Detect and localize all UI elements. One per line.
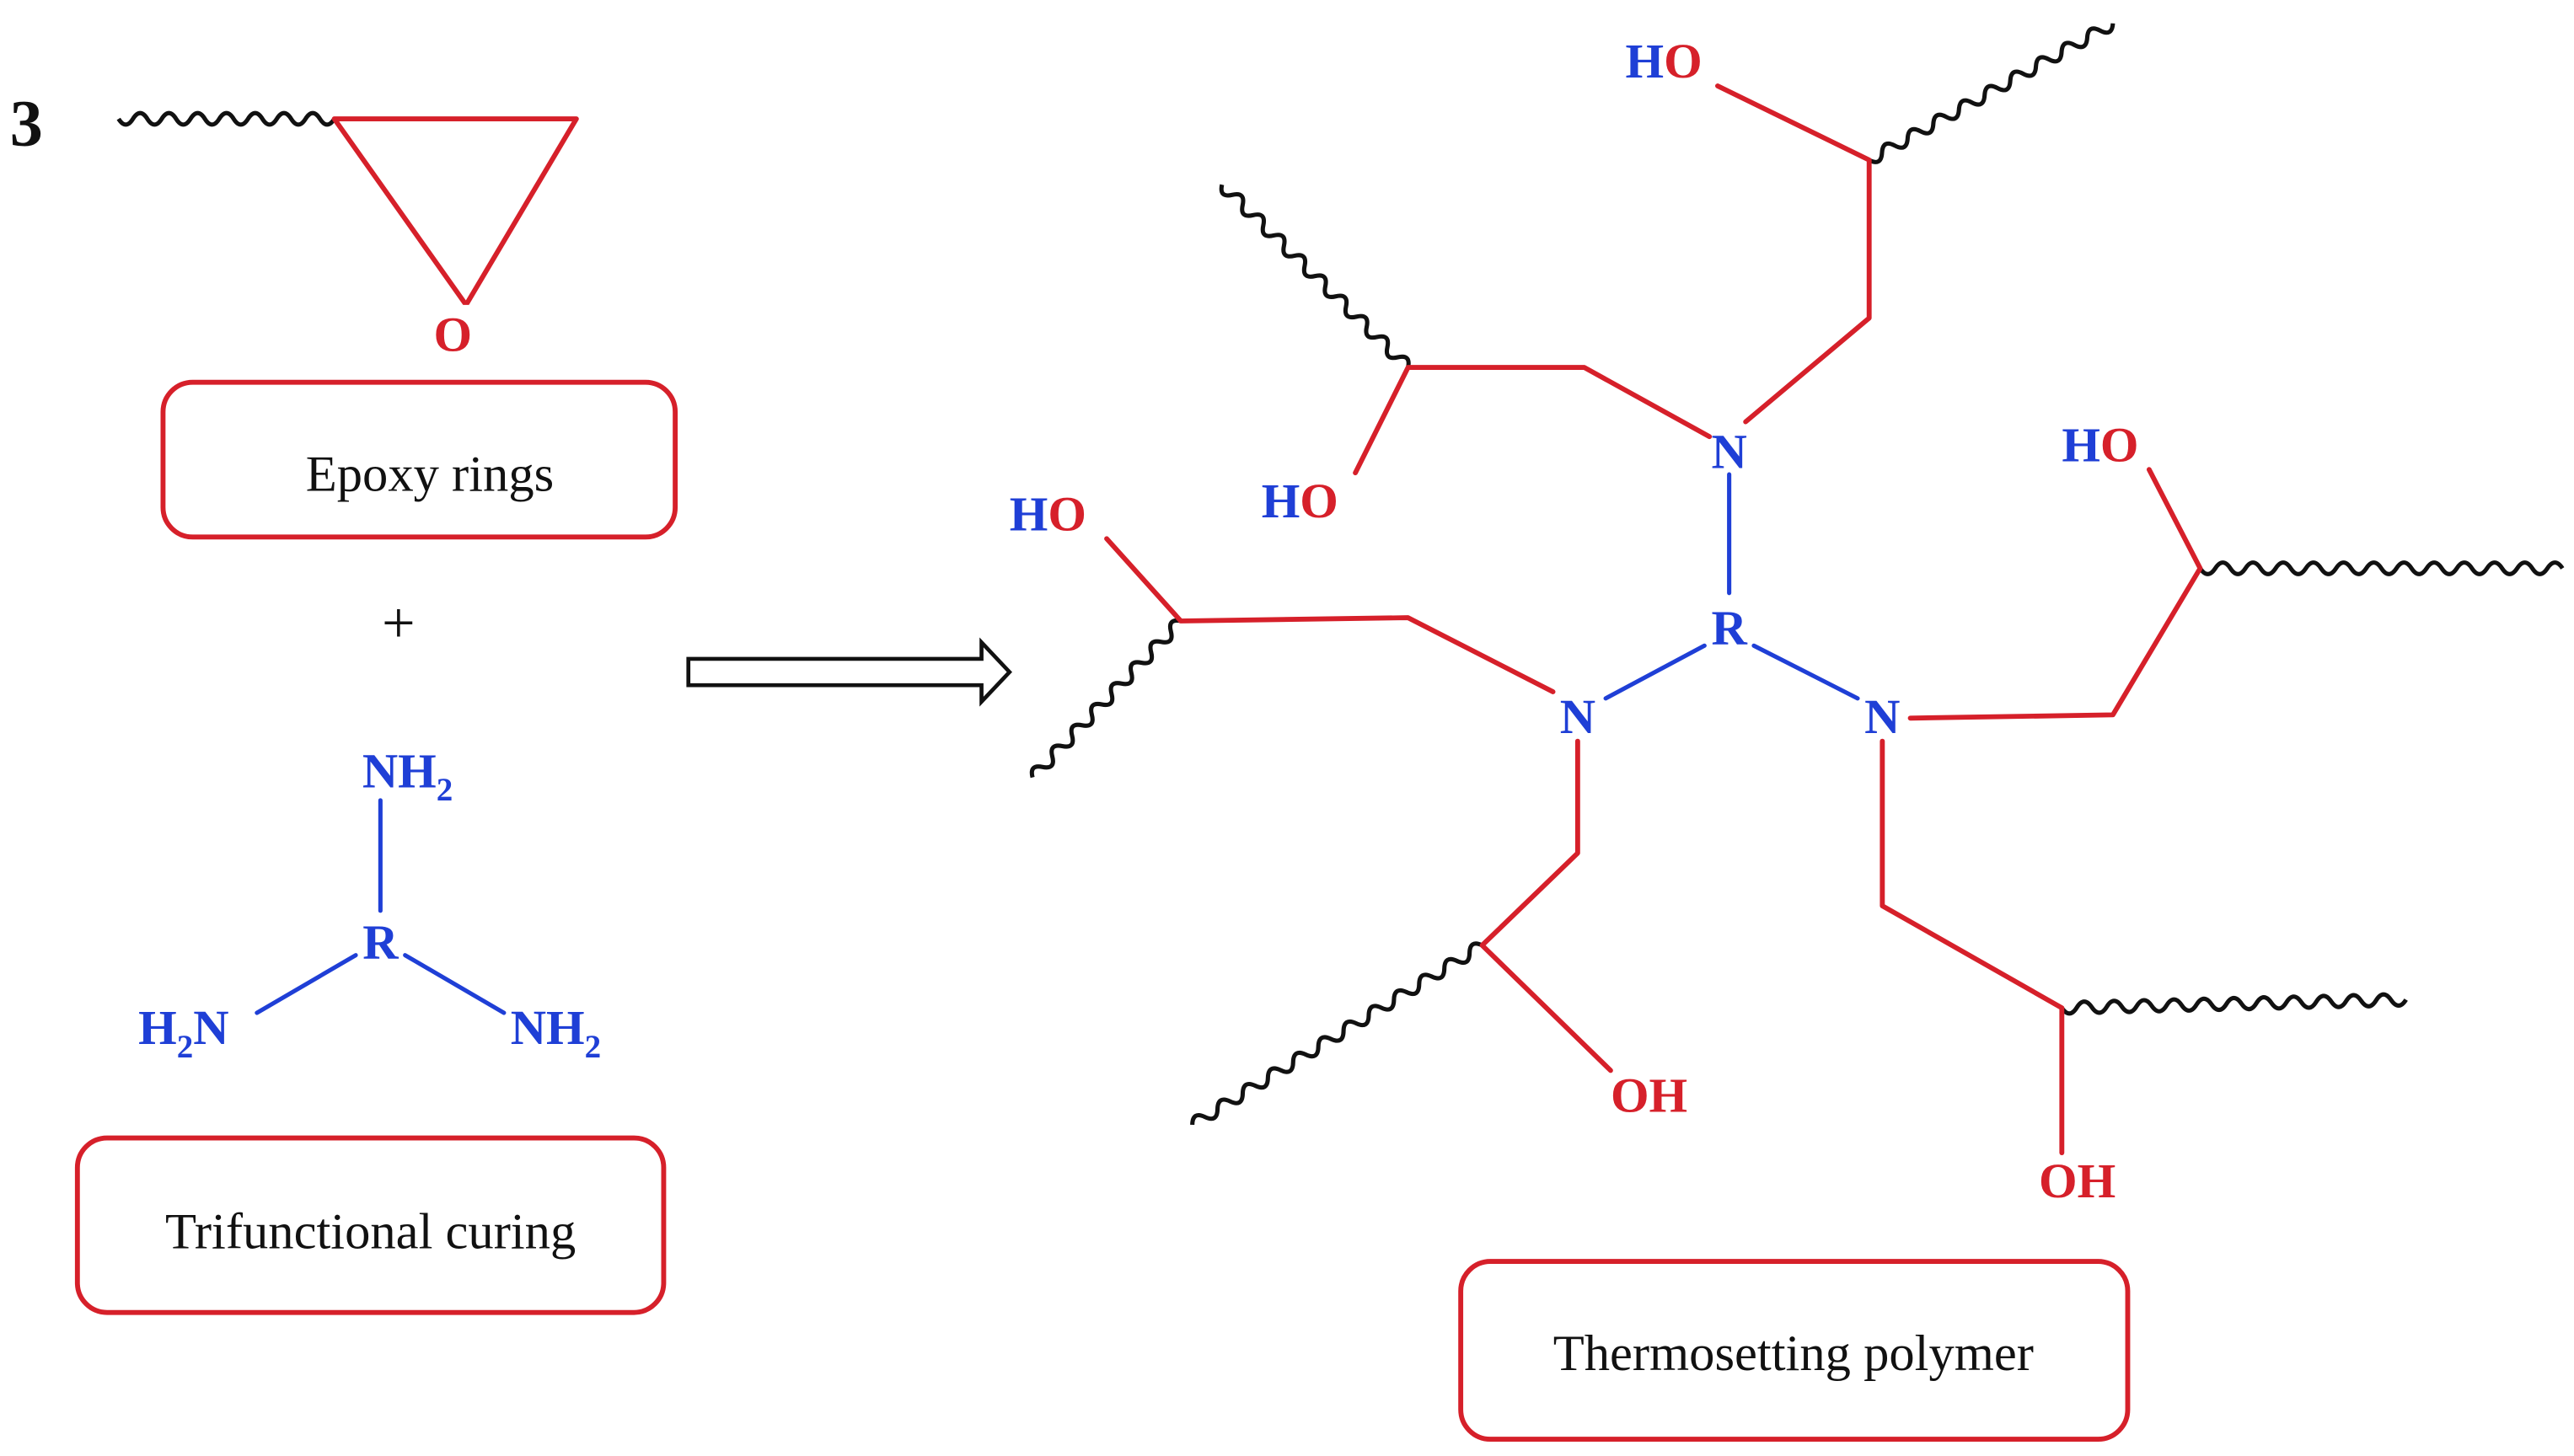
reaction-arrow [686,637,1012,707]
arm-top-backbone [1715,83,1872,425]
chain-lower-left [1190,941,1483,1126]
chain-left [1029,618,1182,779]
hydroxyl-left: HO [1010,487,1086,542]
hydroxyl-upper-left: HO [1262,474,1338,528]
plus-sign: + [382,590,416,656]
arm-lower-right-backbone [1880,738,2065,1156]
chain-right [2198,560,2565,576]
chain-upper-left [1219,184,1411,368]
amine-top-nh2: NH2 [362,743,453,808]
epoxy-wavy-chain [116,110,336,127]
nitrogen-left: N [1560,689,1595,744]
amine-left-h2n: H2N [138,1000,228,1065]
epoxy-caption: Epoxy rings [306,447,554,503]
curing-caption: Trifunctional curing [165,1203,576,1260]
core-bond-n-right [1751,643,1860,701]
arm-left-backbone [1104,536,1556,694]
amine-bond-left [255,953,358,1015]
hydroxyl-lower-right: OH [2039,1154,2116,1208]
epoxy-caption-box [160,379,678,540]
amine-r: R [362,915,399,970]
core-bond-n-left [1603,643,1707,701]
amine-bond-right [403,953,507,1015]
epoxy-oxygen: O [434,308,473,362]
arm-right-backbone [1907,467,2203,721]
chain-lower-right [2060,992,2408,1016]
figure-number: 3 [10,86,43,159]
hydroxyl-lower-left: OH [1611,1068,1687,1122]
arm-upper-left-backbone [1353,365,1713,476]
product-caption: Thermosetting polymer [1553,1325,2034,1382]
amine-right-nh2: NH2 [511,1000,601,1065]
hydroxyl-top: HO [1626,34,1703,88]
arm-lower-left-backbone [1479,738,1613,1073]
curing-caption-box [74,1135,667,1315]
product-caption-box [1458,1259,2131,1443]
nitrogen-top: N [1711,424,1746,479]
hydroxyl-right: HO [2062,417,2138,472]
nitrogen-right: N [1864,689,1900,744]
core-r: R [1711,600,1747,655]
epoxy-ring [331,116,579,308]
chain-top-right [1868,23,2116,164]
